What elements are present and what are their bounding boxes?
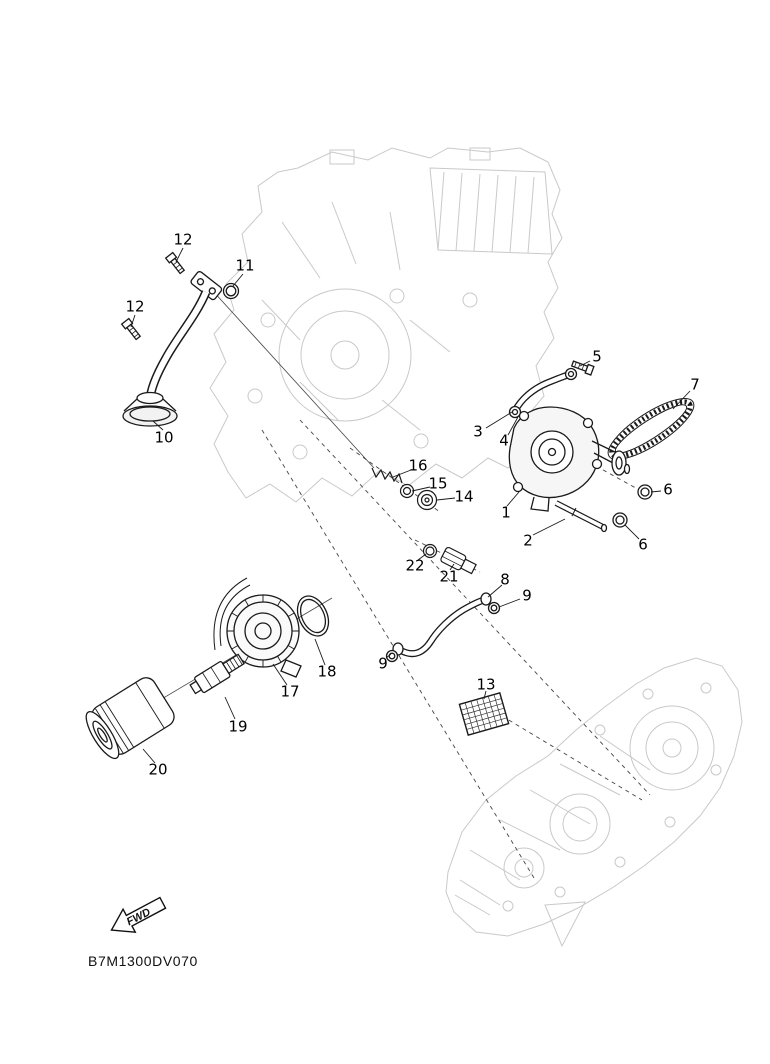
callout-9b: 9 bbox=[378, 654, 388, 673]
oil-screen bbox=[458, 691, 510, 737]
oil-pipe-lower bbox=[385, 592, 501, 663]
callout-16: 16 bbox=[408, 456, 428, 475]
washer-9a bbox=[487, 601, 501, 615]
callout-6a: 6 bbox=[663, 480, 673, 499]
washer-9b bbox=[385, 649, 399, 663]
oil-filter bbox=[85, 677, 175, 760]
callout-13: 13 bbox=[476, 675, 496, 694]
pump-sprocket bbox=[611, 450, 627, 476]
fwd-arrow: FWD bbox=[110, 896, 167, 933]
callout-2: 2 bbox=[523, 531, 533, 550]
callout-8: 8 bbox=[500, 570, 510, 589]
callout-21: 21 bbox=[439, 567, 459, 586]
callout-14: 14 bbox=[454, 487, 474, 506]
oil-strainer bbox=[121, 251, 240, 427]
callout-1: 1 bbox=[501, 503, 511, 522]
callout-19: 19 bbox=[228, 717, 248, 736]
callout-7: 7 bbox=[690, 375, 700, 394]
oil-cooler bbox=[213, 577, 330, 678]
callout-11: 11 bbox=[235, 256, 255, 275]
plug-14 bbox=[416, 489, 438, 511]
oil-pipe-upper bbox=[508, 358, 595, 419]
washer-15 bbox=[399, 483, 415, 499]
washer-6b bbox=[612, 512, 628, 528]
union-bolt bbox=[189, 653, 245, 695]
callout-5: 5 bbox=[592, 347, 602, 366]
callout-10: 10 bbox=[154, 428, 174, 447]
callout-12b: 12 bbox=[125, 297, 145, 316]
valve-21 bbox=[440, 546, 477, 575]
upper-crankcase-outline bbox=[209, 147, 563, 503]
lower-crankcase-outline bbox=[445, 657, 743, 948]
callout-15: 15 bbox=[428, 474, 448, 493]
leader-lines bbox=[130, 247, 691, 764]
callout-18: 18 bbox=[317, 662, 337, 681]
relief-valve-parts bbox=[371, 467, 477, 575]
fwd-label: FWD bbox=[125, 906, 153, 928]
callout-9a: 9 bbox=[522, 586, 532, 605]
oil-pump-assembly bbox=[508, 406, 653, 533]
callout-22: 22 bbox=[405, 556, 425, 575]
washer-6a bbox=[637, 484, 653, 500]
callout-3: 3 bbox=[473, 422, 483, 441]
callout-6b: 6 bbox=[638, 535, 648, 554]
o-ring-18 bbox=[296, 595, 330, 637]
callout-12a: 12 bbox=[173, 230, 193, 249]
callout-20: 20 bbox=[148, 760, 168, 779]
callout-4: 4 bbox=[499, 431, 509, 450]
callout-17: 17 bbox=[280, 682, 300, 701]
diagram-code: B7M1300DV070 bbox=[88, 953, 198, 969]
